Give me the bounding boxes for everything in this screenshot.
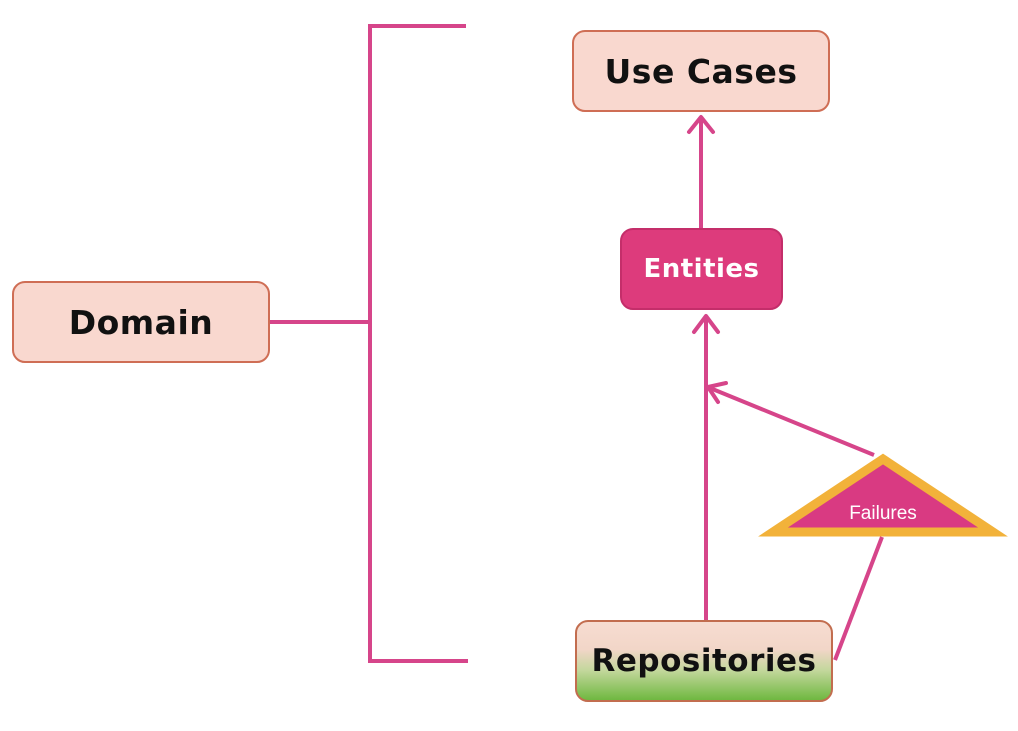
repositories-label: Repositories: [591, 643, 817, 679]
failures-label: Failures: [849, 503, 917, 524]
usecases-arrowhead: [687, 115, 715, 134]
use-cases-label: Use Cases: [604, 51, 798, 91]
domain-label: Domain: [68, 302, 214, 342]
entities-label: Entities: [643, 254, 760, 284]
domain-bracket: [368, 24, 468, 663]
use-cases-node: Use Cases: [572, 30, 830, 112]
failures-triangle: [758, 453, 1008, 537]
entities-arrowhead: [692, 314, 720, 334]
failures-to-entities-arrow: [709, 386, 875, 457]
failures-to-repositories-line: [833, 536, 884, 661]
repositories-node: Repositories: [575, 620, 833, 702]
failures-arrowhead: [706, 381, 728, 404]
entities-node: Entities: [620, 228, 783, 310]
domain-node: Domain: [12, 281, 270, 363]
